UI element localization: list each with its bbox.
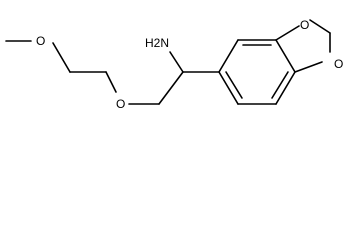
bond-ring-top-oxygen (275, 25, 300, 41)
bond-ring-right-lower (275, 71, 296, 105)
aromatic-inner-right (271, 71, 289, 99)
bond-ch2-ch (158, 71, 184, 105)
ring-oxygen-top-label: O (300, 18, 309, 32)
methoxy-oxygen-label: O (36, 34, 45, 48)
molecule-structure: O O H2N O O (5, 18, 343, 111)
bond-ch2-ether-oxygen (105, 71, 117, 93)
bond-methoxy-oxygen-ch2 (52, 42, 71, 73)
ether-oxygen-label: O (116, 97, 125, 111)
bond-ring-left-lower (218, 71, 239, 105)
bond-ring-left-upper (218, 39, 239, 73)
structure-canvas: O O H2N O O (0, 0, 350, 115)
amine-label: H2N (145, 36, 169, 50)
bond-top-oxygen-ch2 (309, 19, 331, 34)
aromatic-inner-left (225, 71, 243, 99)
bond-bottom-oxygen-ring (294, 61, 323, 73)
bond-ring-right-upper (275, 39, 296, 73)
ring-oxygen-bottom-label: O (334, 57, 343, 71)
bond-ch-amine (169, 51, 184, 73)
